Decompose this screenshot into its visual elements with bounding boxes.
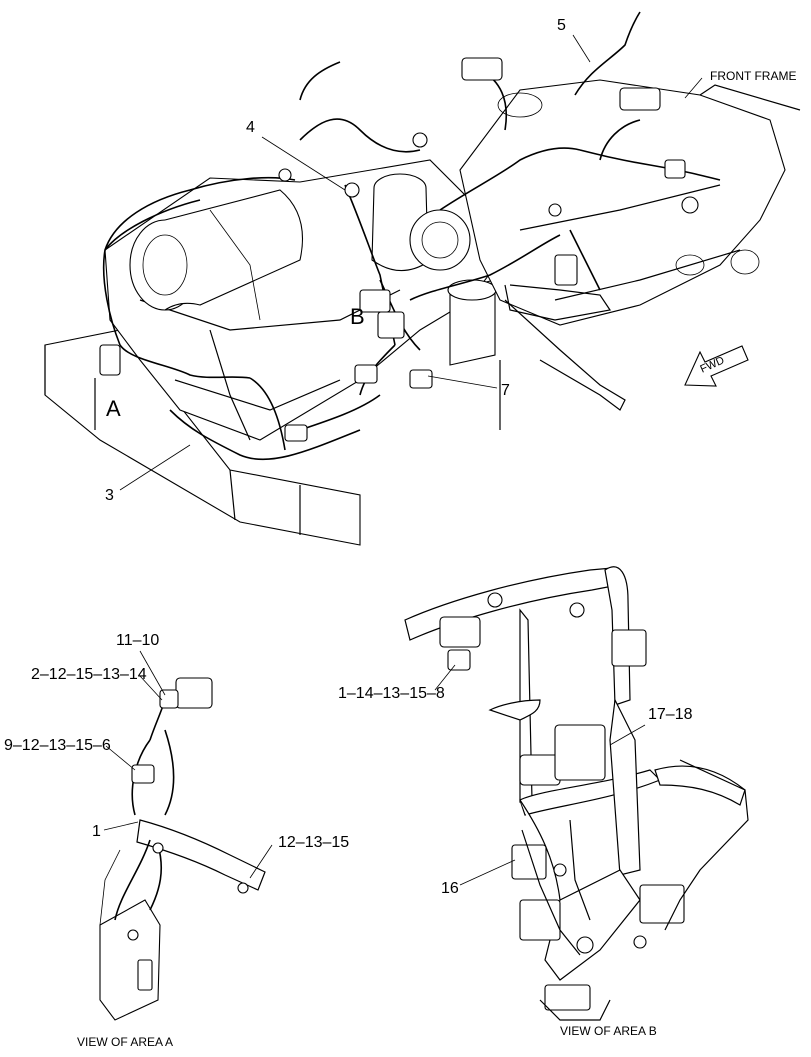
area-a-connectors [131,677,249,894]
callout-12-13-15: 12–13–15 [278,834,350,851]
view-area-a [99,650,273,1021]
area-b-marker: B [350,304,365,329]
callout-5: 5 [557,17,566,34]
view-area-b-caption: VIEW OF AREA B [560,1024,657,1038]
callout-7: 7 [501,382,510,399]
main-leader-lines [119,34,703,491]
area-b-leaders [434,664,646,886]
callout-3: 3 [105,487,114,504]
callout-1: 1 [92,823,101,840]
callout-9-12-13-15-6: 9–12–13–15–6 [4,737,111,754]
callout-11-10: 11–10 [116,632,160,649]
callout-1-14-13-15-8: 1–14–13–15–8 [338,685,445,702]
main-assembly-view [44,11,801,546]
callout-17-18: 17–18 [648,706,693,723]
fwd-arrow [684,345,749,387]
block-7 [447,279,497,366]
callout-4: 4 [246,119,255,136]
fuel-tank [129,189,303,321]
view-area-a-caption: VIEW OF AREA A [77,1035,174,1049]
area-a-marker: A [106,396,121,421]
view-area-b [404,566,749,1021]
harness-connectors [99,57,699,442]
callout-16: 16 [441,880,459,897]
center-tank [371,173,471,272]
area-b-bracket [521,759,749,1021]
front-frame [459,79,801,430]
area-a-leaders [103,650,273,879]
main-harness [102,11,721,461]
area-a-plate [99,849,161,1021]
callout-2-12-15-13-14: 2–12–15–13–14 [31,666,147,683]
area-b-harness [404,566,746,981]
area-b-components [439,592,685,1011]
front-frame-label: FRONT FRAME [710,69,797,83]
